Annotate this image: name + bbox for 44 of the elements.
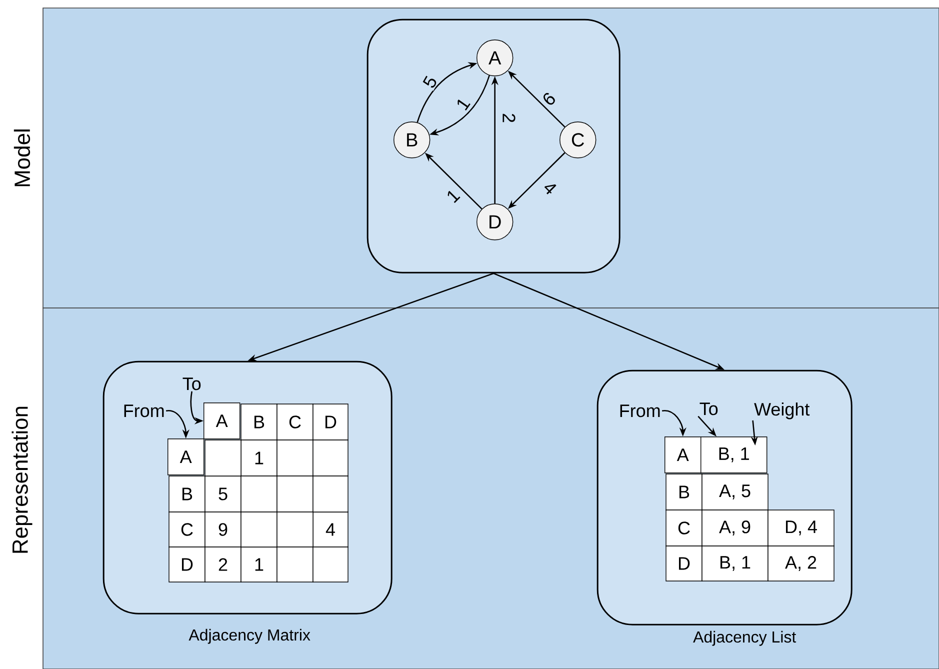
table-cell: B — [666, 474, 702, 510]
table-cell: C — [666, 510, 702, 546]
table-cell: A, 9 — [702, 510, 768, 546]
annotation-text: Weight — [754, 402, 810, 420]
node-label: Adjacency List — [693, 630, 796, 646]
annotation-text: From — [124, 404, 164, 418]
table-cell: B, 1 — [702, 546, 768, 582]
table-cell: B — [168, 476, 206, 512]
table-cell: D — [312, 404, 348, 440]
annotation-text: To — [182, 378, 201, 390]
table-cell: A — [168, 438, 204, 476]
table-cell: B, 1 — [700, 436, 768, 474]
table-cell: 1 — [240, 546, 278, 582]
table-cell: C — [168, 512, 206, 548]
table-cell: A, 2 — [768, 546, 834, 582]
annotation-text: To — [700, 402, 718, 416]
table-cell: A — [664, 436, 702, 474]
graph-vertex: B — [394, 122, 430, 158]
rounded-box — [366, 18, 620, 274]
node-label: Adjacency Matrix — [188, 628, 310, 644]
table-cell: D, 4 — [768, 510, 834, 546]
edge-label: 9 — [540, 90, 558, 108]
table-cell: A — [204, 402, 240, 440]
table-cell: 1 — [240, 440, 278, 476]
edge-label: 1 — [444, 186, 462, 206]
node-label: Representation — [12, 406, 32, 553]
edge-label: 5 — [420, 73, 440, 91]
table-cell: 2 — [204, 546, 242, 582]
graph-vertex: D — [476, 204, 514, 240]
node-label: Model — [14, 130, 30, 186]
table-cell: D — [666, 546, 702, 582]
table-cell: B — [240, 404, 278, 440]
table-cell: 9 — [204, 512, 242, 548]
table-cell: 5 — [204, 476, 242, 512]
table-cell: D — [168, 546, 206, 582]
edge-label: 4 — [540, 178, 560, 198]
table-cell: A, 5 — [702, 474, 768, 510]
table-cell: C — [276, 404, 314, 440]
edge-label: 2 — [502, 112, 516, 124]
graph-vertex: C — [560, 122, 596, 158]
table-cell: 4 — [312, 512, 348, 548]
annotation-text: From — [620, 404, 660, 418]
edge-label: 1 — [454, 94, 472, 114]
graph-vertex: A — [476, 40, 514, 76]
